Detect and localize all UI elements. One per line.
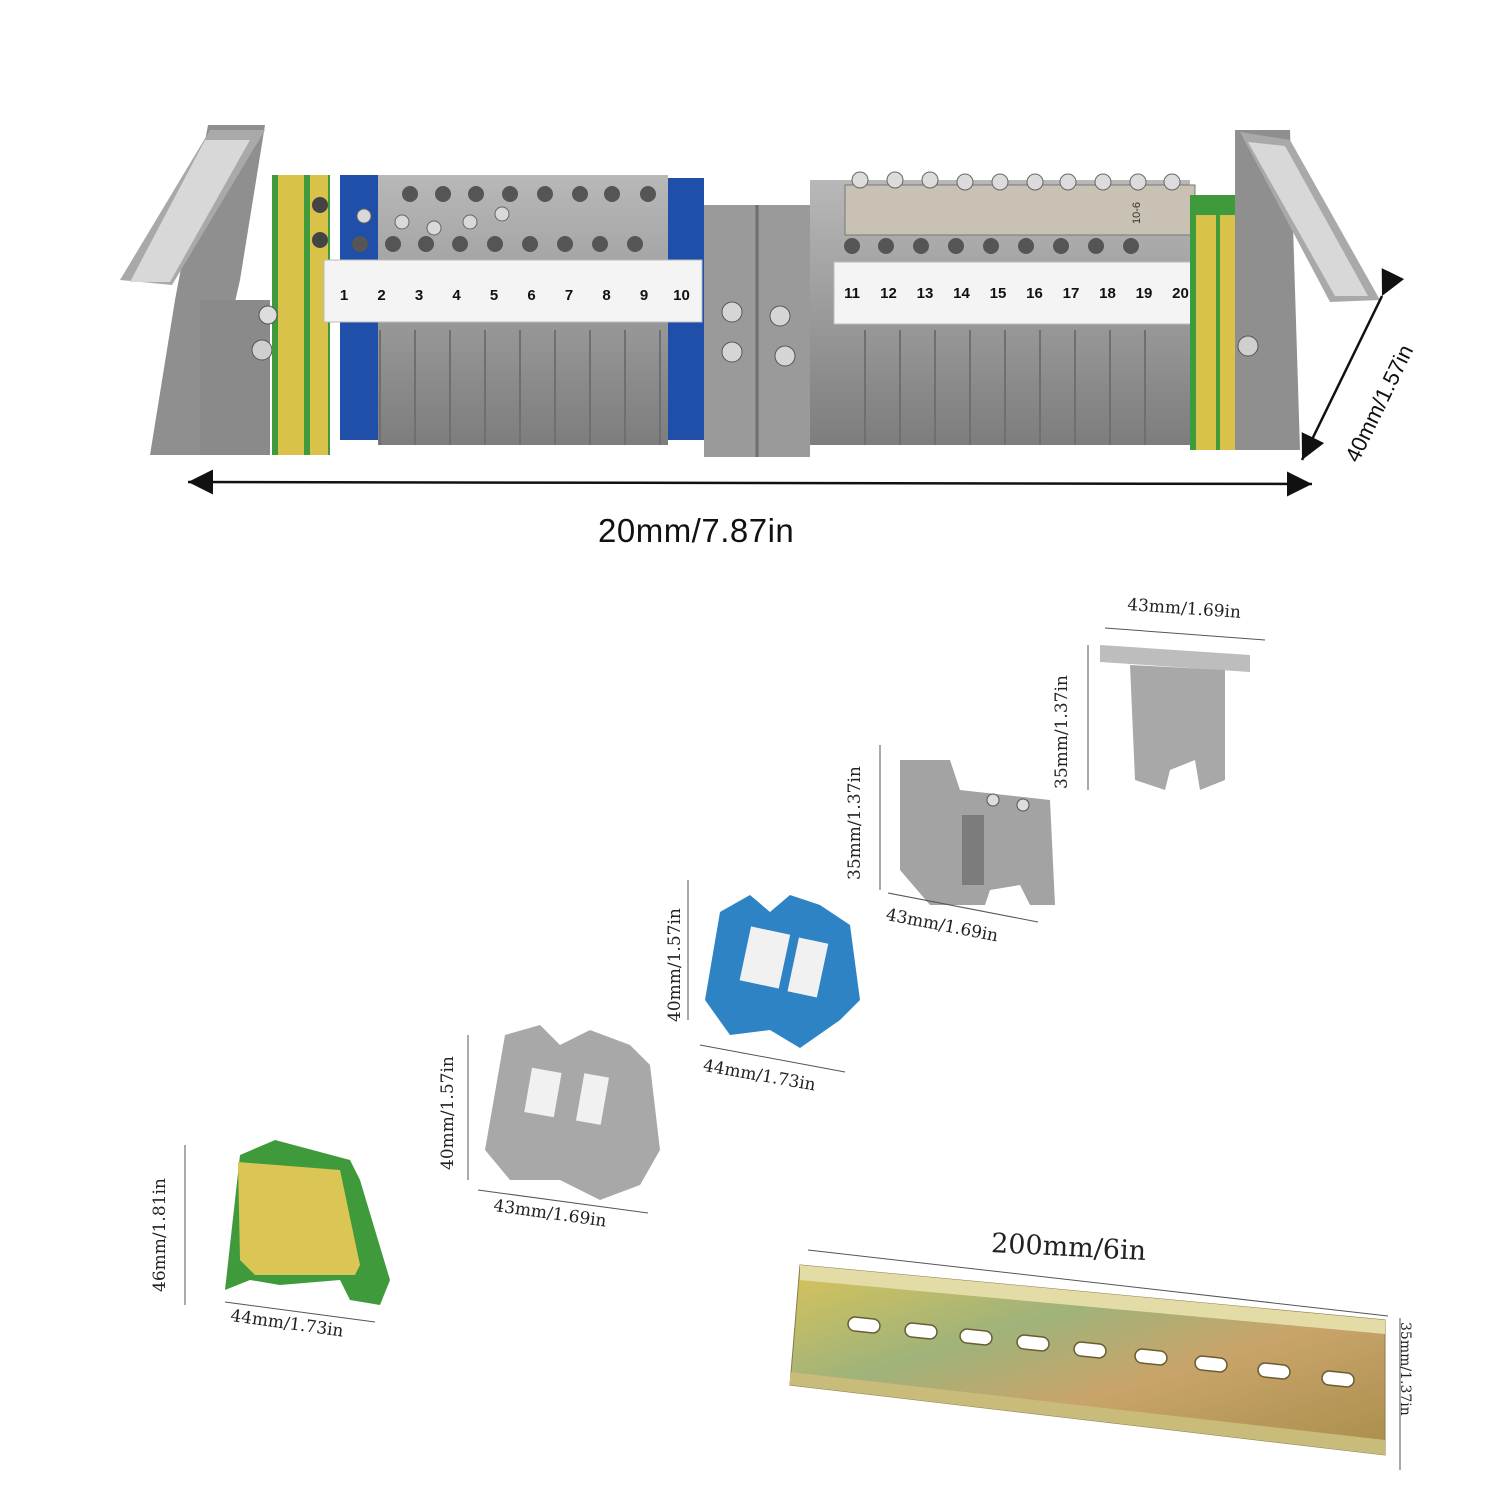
blue-terminal-part — [687, 880, 860, 1073]
width-dimension-arrow — [187, 469, 1313, 497]
terminal-number-15: 15 — [990, 285, 1007, 302]
terminal-number-13: 13 — [917, 285, 934, 302]
din-rail-part — [789, 1249, 1401, 1470]
ground-terminal-part — [184, 1140, 390, 1323]
top-wire-holes-right — [844, 238, 1139, 254]
lower-ribs-left — [379, 330, 661, 445]
din-rail-height-label: 35mm/1.37in — [1397, 1322, 1413, 1416]
terminal-number-7: 7 — [565, 287, 573, 304]
terminal-number-5: 5 — [490, 287, 498, 304]
end-bracket-width-line — [1104, 627, 1266, 641]
blue-terminal-height-label: 40mm/1.57in — [665, 908, 685, 1022]
jumper-label: 10-6 — [1131, 202, 1143, 224]
lower-ribs-right — [864, 330, 1146, 445]
terminal-number-14: 14 — [953, 285, 970, 302]
terminal-number-16: 16 — [1026, 285, 1043, 302]
terminal-number-12: 12 — [880, 285, 897, 302]
screw-row-left — [356, 206, 510, 236]
end-bracket-height-label: 35mm/1.37in — [1052, 675, 1072, 789]
terminal-number-3: 3 — [415, 287, 423, 304]
terminal-number-2: 2 — [377, 287, 385, 304]
height-dimension-arrow — [1300, 268, 1405, 461]
left-ground-terminals — [258, 175, 330, 455]
end-plate-part — [879, 745, 1055, 923]
jumper-bar — [844, 184, 1196, 236]
terminal-number-20: 20 — [1172, 285, 1189, 302]
terminal-number-labels-left: 1 2 3 4 5 6 7 8 9 10 — [340, 287, 690, 304]
terminal-number-8: 8 — [602, 287, 610, 304]
screw-row-right — [851, 171, 1181, 191]
terminal-number-11: 11 — [844, 285, 860, 302]
right-end-bracket — [1235, 130, 1380, 450]
assembly-width-label: 20mm/7.87in — [598, 512, 795, 549]
terminal-number-4: 4 — [452, 287, 461, 304]
ground-terminal-height-label: 46mm/1.81in — [150, 1178, 170, 1292]
grey-terminal-part — [467, 1025, 660, 1214]
end-plate-height-label: 35mm/1.37in — [845, 766, 865, 880]
marker-strip-right — [833, 261, 1201, 325]
terminal-number-6: 6 — [527, 287, 535, 304]
terminal-number-labels-right: 11 12 13 14 15 16 17 18 19 20 — [844, 285, 1189, 302]
terminal-number-19: 19 — [1136, 285, 1153, 302]
grey-terminal-height-label: 40mm/1.57in — [438, 1056, 458, 1170]
left-end-bracket — [120, 125, 273, 455]
right-ground-terminals — [1190, 195, 1240, 450]
terminal-number-9: 9 — [640, 287, 648, 304]
marker-strip-left — [323, 259, 703, 323]
terminal-number-10: 10 — [673, 287, 690, 304]
top-wire-holes-left — [352, 186, 656, 252]
middle-end-plates — [704, 205, 810, 457]
terminal-number-18: 18 — [1099, 285, 1116, 302]
terminal-number-17: 17 — [1063, 285, 1080, 302]
end-bracket-part — [1087, 627, 1266, 790]
terminal-number-1: 1 — [340, 287, 348, 304]
